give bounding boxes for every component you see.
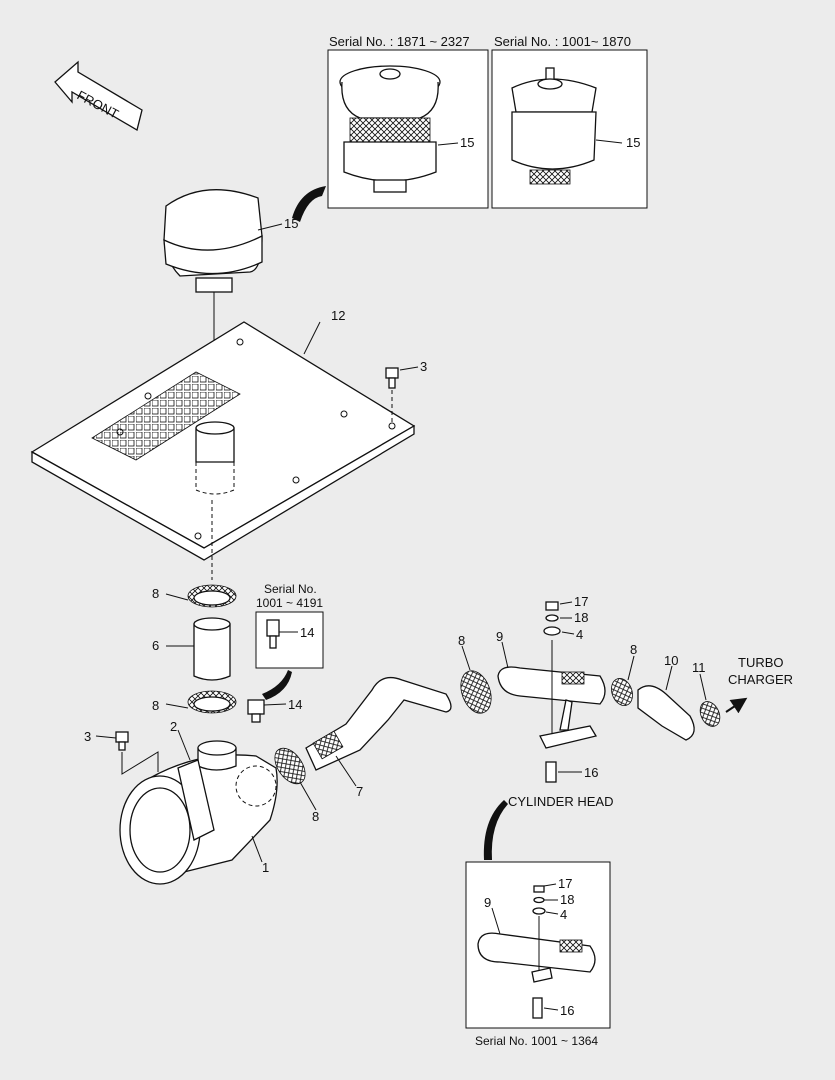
callout-10: 10 bbox=[664, 653, 678, 668]
inset-pointer-c bbox=[262, 670, 292, 700]
inset-pointer-d bbox=[483, 800, 508, 860]
callout-1: 1 bbox=[262, 860, 269, 875]
pipe-bracket bbox=[539, 725, 598, 749]
cylinder-head-label: CYLINDER HEAD bbox=[508, 794, 613, 809]
hose-clamp-8a: 8 bbox=[152, 584, 237, 608]
hose-clamp-8e: 8 bbox=[611, 642, 637, 706]
inset-a-serial-label: Serial No. : 1871 ~ 2327 bbox=[329, 34, 470, 49]
precleaner-cap: 15 bbox=[163, 189, 298, 293]
callout-3-top: 3 bbox=[420, 359, 427, 374]
callout-7: 7 bbox=[356, 784, 363, 799]
pipe-9: 9 bbox=[496, 629, 606, 705]
callout-15-main: 15 bbox=[284, 216, 298, 231]
callout-9: 9 bbox=[496, 629, 503, 644]
callout-4: 4 bbox=[576, 627, 583, 642]
hood-plate: 12 bbox=[30, 308, 416, 561]
inset-serial-1001-4191: Serial No. 1001 ~ 4191 14 bbox=[255, 582, 324, 669]
callout-15-inset-b: 15 bbox=[626, 135, 640, 150]
callout-8-a: 8 bbox=[152, 586, 159, 601]
inset-c-serial-line1: Serial No. bbox=[264, 582, 317, 596]
hose-clamp-8b: 8 bbox=[152, 690, 237, 714]
callout-16-inset: 16 bbox=[560, 1003, 574, 1018]
bracket-riser bbox=[559, 699, 573, 731]
dust-indicator-14: 14 bbox=[247, 697, 302, 723]
callout-18-inset: 18 bbox=[560, 892, 574, 907]
hose-clamp-11: 11 bbox=[692, 660, 721, 727]
intake-hose-7: 7 bbox=[305, 676, 452, 799]
hose-clamp-8d: 8 bbox=[458, 633, 492, 714]
turbo-label-line2: CHARGER bbox=[728, 672, 793, 687]
callout-17-inset: 17 bbox=[558, 876, 572, 891]
callout-14-main: 14 bbox=[288, 697, 302, 712]
front-arrow: FRONT bbox=[54, 60, 143, 131]
callout-2: 2 bbox=[170, 719, 177, 734]
turbo-arrow bbox=[725, 697, 748, 714]
inset-serial-1001-1364: 17 18 4 9 16 Serial No. 1001 ~ 1364 bbox=[465, 861, 611, 1048]
inset-pointer-top bbox=[292, 186, 326, 222]
inset-c-serial-line2: 1001 ~ 4191 bbox=[256, 596, 323, 610]
callout-6: 6 bbox=[152, 638, 159, 653]
connector-hose-6: 6 bbox=[152, 617, 231, 681]
callout-16: 16 bbox=[584, 765, 598, 780]
stud-16: 16 bbox=[545, 761, 598, 783]
hose-clamp-8c: 8 bbox=[274, 747, 319, 824]
inset-serial-1001-1870: Serial No. : 1001~ 1870 15 bbox=[491, 34, 648, 209]
fastener-stack: 17 18 4 bbox=[543, 594, 588, 736]
callout-8-c: 8 bbox=[312, 809, 319, 824]
callout-18: 18 bbox=[574, 610, 588, 625]
callout-8-e: 8 bbox=[630, 642, 637, 657]
bolt-3-left: 3 bbox=[84, 729, 159, 775]
inset-d-serial-label: Serial No. 1001 ~ 1364 bbox=[475, 1034, 598, 1048]
callout-11: 11 bbox=[692, 660, 706, 675]
callout-9-inset: 9 bbox=[484, 895, 491, 910]
callout-8-d: 8 bbox=[458, 633, 465, 648]
inset-b-serial-label: Serial No. : 1001~ 1870 bbox=[494, 34, 631, 49]
bolt-3-top: 3 bbox=[385, 359, 427, 424]
inset-serial-1871: Serial No. : 1871 ~ 2327 15 bbox=[327, 34, 489, 209]
callout-15-inset-a: 15 bbox=[460, 135, 474, 150]
callout-17: 17 bbox=[574, 594, 588, 609]
elbow-hose-10: 10 bbox=[637, 653, 695, 741]
callout-14-inset: 14 bbox=[300, 625, 314, 640]
callout-3-left: 3 bbox=[84, 729, 91, 744]
callout-4-inset: 4 bbox=[560, 907, 567, 922]
callout-12: 12 bbox=[331, 308, 345, 323]
air-cleaner-body: 2 1 bbox=[119, 719, 278, 885]
turbo-label-line1: TURBO bbox=[738, 655, 784, 670]
callout-8-b: 8 bbox=[152, 698, 159, 713]
